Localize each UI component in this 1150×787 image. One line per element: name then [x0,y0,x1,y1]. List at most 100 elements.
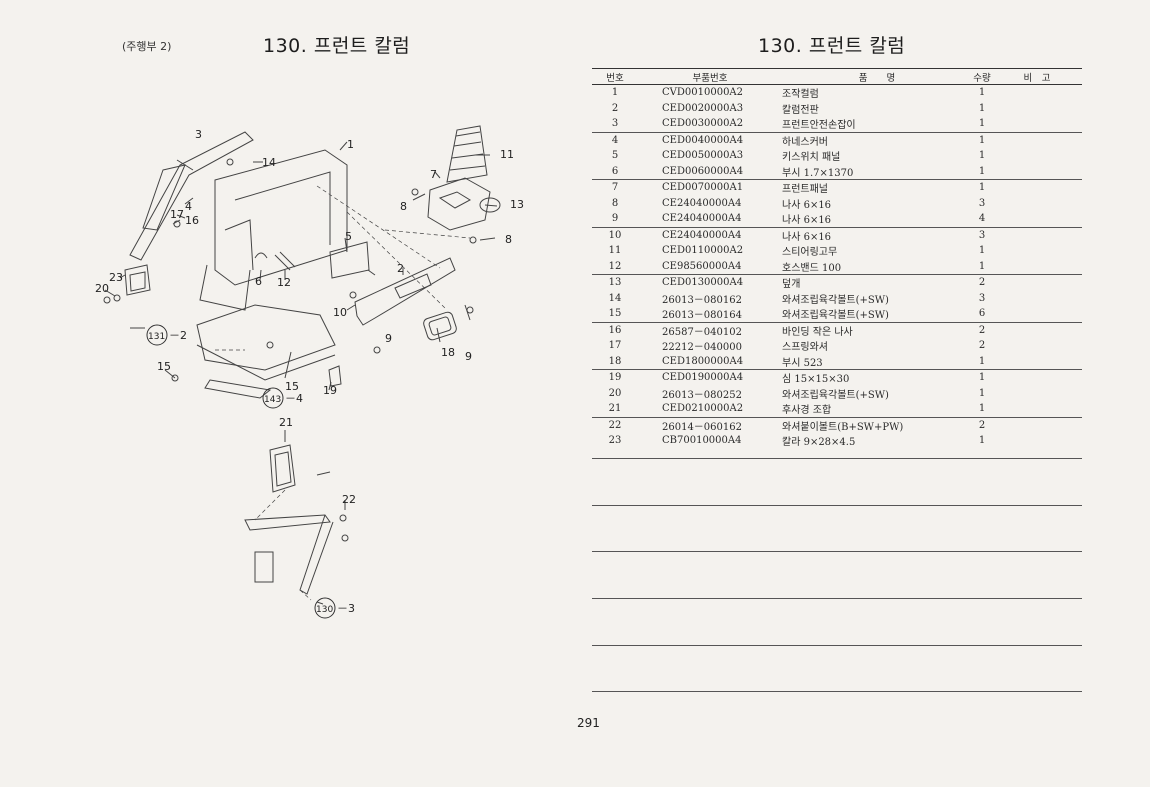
cell-no: 19 [608,372,622,384]
cell-remark [992,227,1082,243]
cell-name: 심 15×15×30 [782,374,850,386]
ref-suffix: －3 [337,602,355,615]
diagram-callouts: 1 2 3 4 5 6 7 8 9 10 11 12 13 14 15 16 1… [95,128,524,506]
cell-part-number: CED0040000A4 [662,134,744,146]
callout-label: 14 [262,156,276,169]
cell-qty: 1 [972,353,992,370]
callout-label: 15 [285,380,299,393]
cell-remark [992,211,1082,228]
cell-name: 와셔조립육각볼트(+SW) [782,306,972,323]
cell-qty: 6 [972,306,992,323]
callout-label: 7 [430,168,437,181]
callout-label: 23 [109,271,123,284]
cell-no: 20 [608,387,622,399]
cell-no: 14 [608,292,622,304]
cell-qty: 1 [978,102,986,114]
col-header-name: 품 명 [782,68,972,85]
cell-name: 칼럼전판 [782,104,819,116]
blank-row-rule [592,691,1082,692]
cell-name: 후사경 조합 [782,401,972,418]
section-label: (주행부 2) [122,40,172,53]
reference-circles: 131 －2 143 －4 130 －3 [146,324,355,619]
callout-label: 6 [255,275,262,288]
callout-label: 10 [333,306,347,319]
cell-part-number: CED0070000A1 [662,182,744,194]
cell-part-number: CED0110000A2 [662,245,744,257]
cell-name: 부시 523 [782,353,972,370]
cell-no: 7 [611,182,619,194]
cell-no: 21 [592,401,638,418]
cell-qty: 1 [972,163,992,180]
cell-qty: 2 [978,324,986,336]
cell-no: 10 [608,229,622,241]
cell-remark [992,401,1082,418]
cell-part-number: 26014－060162 [662,421,742,433]
cell-remark [992,353,1082,370]
cell-remark [992,433,1082,449]
cell-part-number: 26013－080162 [662,294,742,306]
cell-qty: 2 [978,277,986,289]
cell-no: 16 [608,324,622,336]
cell-name: 키스위치 패널 [782,152,841,164]
cell-qty: 4 [972,211,992,228]
cell-remark [992,101,1082,117]
ref-suffix: －2 [169,329,187,342]
cell-name: 나사 6×16 [782,211,972,228]
cell-remark [992,291,1082,307]
callout-label: 17 [170,208,184,221]
cell-no: 2 [611,102,619,114]
cell-qty: 2 [978,340,986,352]
cell-no: 13 [608,277,622,289]
blank-row-rule [592,505,1082,506]
cell-name: 바인딩 작은 나사 [782,326,853,338]
callout-label: 19 [323,384,337,397]
callout-label: 22 [342,493,356,506]
cell-no: 18 [592,353,638,370]
callout-label: 1 [347,138,354,151]
cell-part-number: CE24040000A4 [662,229,742,241]
cell-no: 15 [592,306,638,323]
blank-row-rule [592,598,1082,599]
callout-label: 5 [345,230,352,243]
cell-remark [992,386,1082,402]
cell-qty: 3 [978,197,986,209]
cell-remark [992,132,1082,148]
cell-qty: 1 [978,372,986,384]
cell-remark [992,417,1082,433]
cell-qty: 1 [978,182,986,194]
diagram-drawing [103,125,501,605]
cell-name: 덮개 [782,279,801,291]
cell-name: 프런트안전손잡이 [782,116,972,133]
cell-remark [992,85,1082,101]
cell-remark [992,163,1082,180]
cell-name: 스티어링고무 [782,247,838,259]
cell-name: 부시 1.7×1370 [782,163,972,180]
callout-label: 15 [157,360,171,373]
ref-number: 131 [148,332,165,342]
callout-label: 4 [185,200,192,213]
cell-no: 23 [608,435,622,447]
page-number: 291 [577,716,600,730]
cell-remark [992,180,1082,196]
cell-no: 17 [608,340,622,352]
cell-qty: 1 [978,387,986,399]
cell-qty: 1 [978,150,986,162]
col-header-remark: 비 고 [992,68,1082,85]
cell-part-number: CED0030000A2 [638,116,782,133]
callout-label: 11 [500,148,514,161]
ref-suffix: －4 [285,392,303,405]
cell-qty: 1 [972,258,992,275]
blank-row-rule [592,458,1082,459]
